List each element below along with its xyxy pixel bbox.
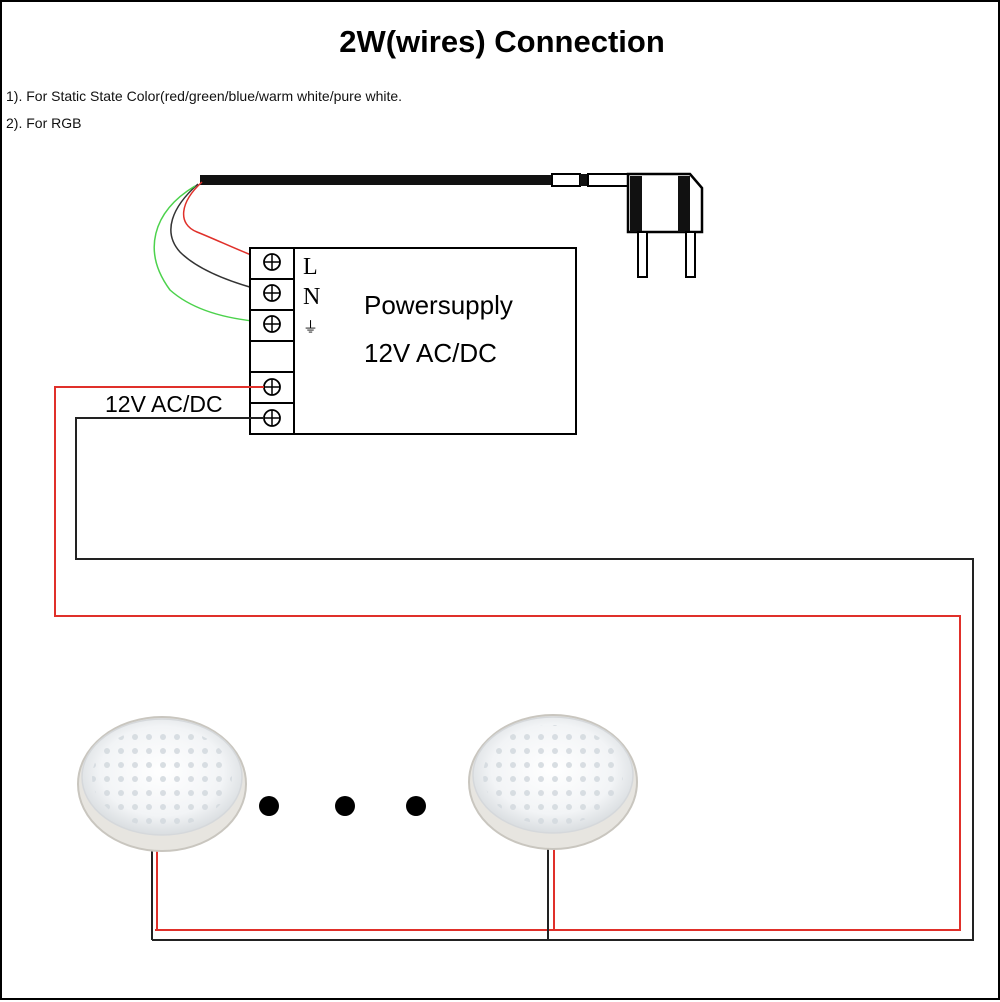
terminal-out-negative bbox=[263, 409, 281, 427]
input-wires bbox=[153, 181, 265, 323]
terminal-l bbox=[263, 253, 281, 271]
led-lamp-icon bbox=[468, 714, 638, 850]
mains-cable bbox=[200, 173, 631, 187]
terminal-out-positive bbox=[263, 378, 281, 396]
diagram-title: 2W(wires) Connection bbox=[339, 24, 665, 59]
earth-wire-green bbox=[153, 185, 265, 323]
ellipsis-dot bbox=[259, 796, 279, 816]
screw-terminal-icon bbox=[263, 253, 281, 271]
screw-terminal-icon bbox=[263, 378, 281, 396]
power-supply-name: Powersupply bbox=[364, 290, 513, 320]
ground-symbol-icon: ⏚ bbox=[303, 319, 318, 336]
screw-terminal-icon bbox=[263, 409, 281, 427]
label-live: L bbox=[303, 254, 318, 280]
plug-icon bbox=[626, 172, 704, 278]
terminal-n bbox=[263, 284, 281, 302]
live-wire-red bbox=[182, 181, 265, 261]
output-wire-black bbox=[75, 417, 974, 941]
output-wire-red bbox=[54, 386, 961, 931]
ellipsis-dot bbox=[406, 796, 426, 816]
output-voltage-label: 12V AC/DC bbox=[105, 391, 223, 417]
note-rgb: 2). For RGB bbox=[6, 115, 82, 131]
led-lamp-icon bbox=[77, 716, 247, 852]
label-neutral: N bbox=[303, 284, 320, 310]
terminal-block bbox=[249, 247, 295, 435]
lamp-leads bbox=[151, 842, 555, 940]
screw-terminal-icon bbox=[263, 315, 281, 333]
note-static-color: 1). For Static State Color(red/green/blu… bbox=[6, 88, 403, 104]
ellipsis-dot bbox=[335, 796, 355, 816]
ellipsis bbox=[259, 796, 426, 816]
terminal-earth bbox=[263, 315, 281, 333]
power-supply-rating: 12V AC/DC bbox=[364, 338, 497, 368]
screw-terminal-icon bbox=[263, 284, 281, 302]
neutral-wire-black bbox=[170, 183, 265, 292]
output-wires bbox=[54, 386, 974, 941]
